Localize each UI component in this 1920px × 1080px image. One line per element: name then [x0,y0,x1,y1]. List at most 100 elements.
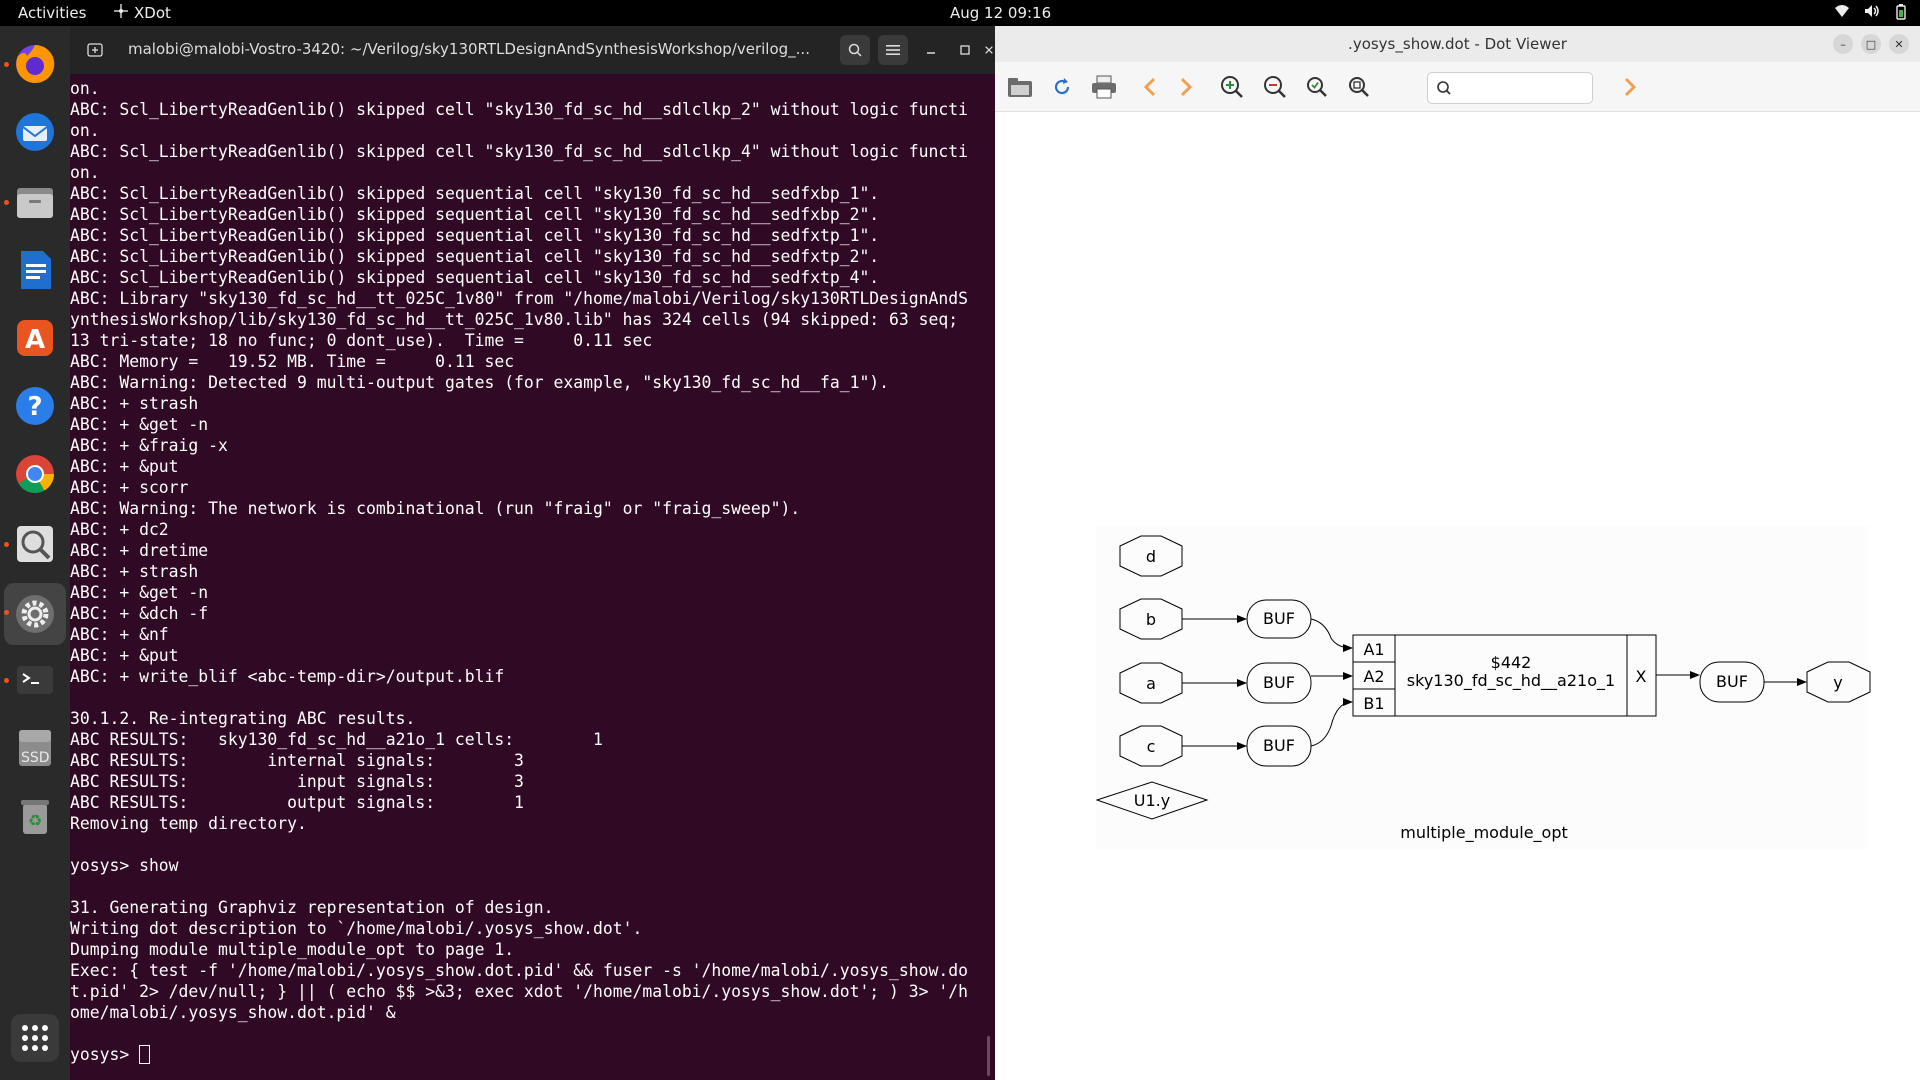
port-label: c [1147,737,1156,756]
clock[interactable]: Aug 12 09:16 [950,4,1052,22]
find-next-icon[interactable] [1615,72,1645,102]
viewer-titlebar[interactable]: .yosys_show.dot - Dot Viewer – □ ✕ [995,26,1920,62]
terminal-line: ABC: + &get -n [70,583,209,602]
terminal-output[interactable]: on.ABC: Scl_LibertyReadGenlib() skipped … [70,76,982,1065]
files-icon[interactable] [11,178,59,226]
settings-icon[interactable] [11,590,59,638]
terminal-line: 13 tri-state; 18 no func; 0 dont_use). T… [70,331,653,350]
search-input[interactable] [1427,72,1593,104]
terminal-line: Writing dot description to `/home/malobi… [70,919,643,938]
viewer-toolbar [995,62,1920,112]
image-viewer-icon[interactable] [11,520,59,568]
port-label: a [1146,674,1156,693]
chrome-icon[interactable] [11,450,59,498]
buffer-c[interactable]: BUF [1246,725,1312,767]
app-grid-icon[interactable] [11,1014,59,1062]
terminal-line: 30.1.2. Re-integrating ABC results. [70,709,416,728]
terminal-window[interactable]: malobi@malobi-Vostro-3420: ~/Verilog/sky… [70,26,995,1080]
zoom-reset-icon[interactable] [1344,72,1374,102]
input-port-a[interactable]: a [1119,662,1183,704]
cell-type: sky130_fd_sc_hd__a21o_1 [1407,671,1615,691]
back-arrow-icon[interactable] [1135,72,1165,102]
zoom-fit-icon[interactable] [1302,72,1332,102]
app-menu[interactable]: XDot [114,4,171,22]
app-center-icon[interactable]: A [11,314,59,362]
port-label: b [1146,610,1156,629]
close-icon[interactable]: ✕ [1889,34,1909,54]
zoom-in-icon[interactable] [1217,72,1247,102]
help-icon[interactable]: ? [11,382,59,430]
buffer-label: BUF [1716,672,1748,691]
terminal-header[interactable]: malobi@malobi-Vostro-3420: ~/Verilog/sky… [70,26,995,74]
firefox-icon[interactable] [11,40,59,88]
svg-text:♻: ♻ [28,811,42,830]
cell-id: $442 [1491,653,1532,672]
trash-icon[interactable]: ♻ [11,792,59,840]
terminal-line: 31. Generating Graphviz representation o… [70,898,554,917]
terminal-line [70,1023,982,1044]
app-name: XDot [134,4,171,22]
minimize-icon[interactable] [916,35,946,65]
cell-a21o[interactable]: A1 A2 B1 $442 sky130_fd_sc_hd__a21o_1 X [1352,634,1657,717]
terminal-line: ABC: + &put [70,457,179,476]
print-icon[interactable] [1089,72,1119,102]
cell-pin-b1: B1 [1363,694,1384,713]
terminal-line: ABC: + &dch -f [70,604,209,623]
graph-canvas[interactable] [1096,526,1868,849]
terminal-scrollbar[interactable] [987,1036,990,1076]
search-icon [1436,80,1452,100]
top-bar: Activities XDot Aug 12 09:16 [0,0,1920,26]
terminal-line: ABC RESULTS: sky130_fd_sc_hd__a21o_1 cel… [70,730,603,749]
cell-pin-x: X [1636,667,1647,686]
buffer-label: BUF [1263,673,1295,692]
terminal-prompt-line[interactable]: yosys> [70,1044,982,1065]
forward-arrow-icon[interactable] [1171,72,1201,102]
dot-viewer-window[interactable]: .yosys_show.dot - Dot Viewer – □ ✕ [995,26,1920,1080]
ssd-label: SSD [21,750,50,766]
terminal-line: ABC RESULTS: internal signals: 3 [70,751,524,770]
terminal-line: yosys> show [70,856,179,875]
ssd-drive-icon[interactable]: SSD [11,724,59,772]
maximize-icon[interactable]: □ [1861,34,1881,54]
running-indicator [4,542,9,547]
zoom-out-icon[interactable] [1260,72,1290,102]
terminal-line [70,834,982,855]
buffer-y[interactable]: BUF [1699,661,1765,703]
edge [1310,698,1353,747]
open-folder-icon[interactable] [1005,72,1035,102]
terminal-icon[interactable] [11,656,59,704]
close-icon[interactable] [984,35,994,65]
search-icon[interactable] [840,35,870,65]
running-indicator [4,200,9,205]
buffer-a[interactable]: BUF [1246,662,1312,704]
terminal-line: ABC: + dc2 [70,520,169,539]
terminal-line: t.pid' 2> /dev/null; } || ( echo $$ >&3;… [70,982,968,1001]
buffer-b[interactable]: BUF [1246,599,1312,639]
minimize-icon[interactable]: – [1833,34,1853,54]
terminal-line: ABC RESULTS: input signals: 3 [70,772,524,791]
system-tray[interactable] [1834,4,1908,24]
new-tab-icon[interactable] [80,35,110,65]
instance-label: U1.y [1134,791,1170,810]
input-port-c[interactable]: c [1119,725,1183,767]
running-indicator [4,62,9,67]
hamburger-menu-icon[interactable] [878,35,908,65]
writer-icon[interactable] [11,246,59,294]
terminal-line: ABC: + dretime [70,541,209,560]
terminal-line [70,876,982,897]
maximize-icon[interactable] [950,35,980,65]
instance-node[interactable]: U1.y [1095,781,1209,820]
terminal-line: ABC: + &put [70,646,179,665]
input-port-b[interactable]: b [1119,598,1183,640]
terminal-line: Exec: { test -f '/home/malobi/.yosys_sho… [70,961,968,980]
viewer-title: .yosys_show.dot - Dot Viewer [1348,35,1567,53]
terminal-line: ABC: Memory = 19.52 MB. Time = 0.11 sec [70,352,515,371]
cell-pin-a2: A2 [1363,667,1384,686]
activities-button[interactable]: Activities [18,4,87,22]
reload-icon[interactable] [1047,72,1077,102]
thunderbird-icon[interactable] [11,108,59,156]
output-port-y[interactable]: y [1806,661,1871,703]
netlist-graph[interactable]: d b a c BUF BUF [995,26,1920,1080]
wifi-icon [1834,4,1850,24]
input-port-d[interactable]: d [1119,535,1183,577]
